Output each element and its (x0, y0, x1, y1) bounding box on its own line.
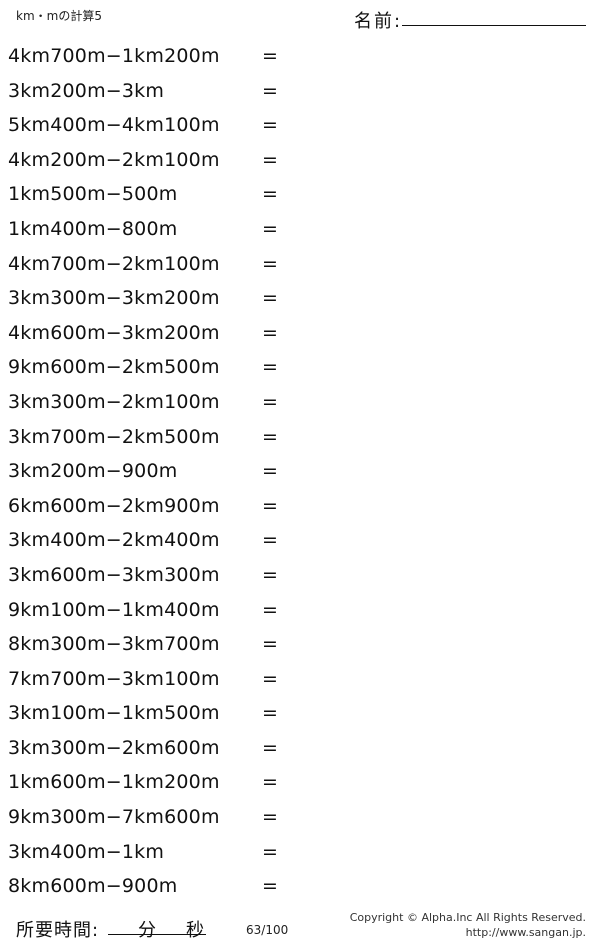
problem-row: 3km200m−900m = (8, 454, 308, 489)
equals-sign: = (262, 529, 278, 552)
problem-row: 3km600m−3km300m = (8, 558, 308, 593)
problem-expression: 4km200m−2km100m (8, 148, 220, 171)
problem-expression: 6km600m−2km900m (8, 494, 220, 517)
equals-sign: = (262, 771, 278, 794)
problem-row: 3km400m−2km400m = (8, 523, 308, 558)
problem-row: 9km300m−7km600m = (8, 800, 308, 835)
problem-row: 4km200m−2km100m = (8, 143, 308, 178)
problem-expression: 4km700m−1km200m (8, 45, 220, 67)
problem-row: 4km700m−2km100m = (8, 247, 308, 282)
equals-sign: = (262, 183, 278, 206)
equals-sign: = (262, 840, 278, 863)
problem-expression: 3km200m−3km (8, 79, 165, 102)
site-url: http://www.sangan.jp. (465, 926, 586, 939)
name-label: 名前: (354, 11, 403, 32)
seconds-label: 秒 (186, 920, 204, 941)
equals-sign: = (262, 460, 278, 483)
equals-sign: = (262, 806, 278, 829)
problem-expression: 4km600m−3km200m (8, 321, 220, 344)
equals-sign: = (262, 425, 278, 448)
problem-row: 3km700m−2km500m = (8, 420, 308, 455)
problem-row: 8km600m−900m = (8, 869, 308, 904)
problem-row: 3km100m−1km500m = (8, 696, 308, 731)
equals-sign: = (262, 633, 278, 656)
problem-row: 6km600m−2km900m = (8, 489, 308, 524)
equals-sign: = (262, 148, 278, 171)
equals-sign: = (262, 390, 278, 413)
problem-expression: 3km300m−3km200m (8, 287, 220, 310)
problem-row: 4km600m−3km200m = (8, 316, 308, 351)
problem-expression: 3km100m−1km500m (8, 702, 220, 725)
equals-sign: = (262, 217, 278, 240)
problem-row: 1km500m−500m = (8, 177, 308, 212)
problem-expression: 3km400m−2km400m (8, 529, 220, 552)
minutes-label: 分 (138, 920, 156, 941)
worksheet-title: km・mの計算5 (16, 9, 102, 23)
time-required-label: 所要時間: (16, 920, 100, 941)
problem-expression: 1km400m−800m (8, 217, 178, 240)
equals-sign: = (262, 287, 278, 310)
equals-sign: = (262, 702, 278, 725)
problem-row: 7km700m−3km100m = (8, 662, 308, 697)
copyright-block: Copyright © Alpha.Inc All Rights Reserve… (350, 910, 586, 940)
problem-expression: 9km300m−7km600m (8, 806, 220, 829)
problem-row: 1km400m−800m = (8, 212, 308, 247)
equals-sign: = (262, 321, 278, 344)
copyright-text: Copyright © Alpha.Inc All Rights Reserve… (349, 911, 586, 924)
problem-row: 5km400m−4km100m = (8, 108, 308, 143)
problem-row: 3km400m−1km = (8, 835, 308, 870)
problem-row: 1km600m−1km200m = (8, 765, 308, 800)
equals-sign: = (262, 875, 278, 898)
equals-sign: = (262, 252, 278, 275)
problem-row: 3km300m−2km100m = (8, 385, 308, 420)
problem-expression: 4km700m−2km100m (8, 252, 220, 275)
equals-sign: = (262, 736, 278, 759)
problem-expression: 3km600m−3km300m (8, 563, 220, 586)
equals-sign: = (262, 563, 278, 586)
problem-expression: 8km600m−900m (8, 875, 178, 898)
problem-expression: 1km600m−1km200m (8, 771, 220, 794)
problem-row: 4km700m−1km200m = (8, 39, 308, 74)
page-number: 63/100 (246, 923, 289, 937)
equals-sign: = (262, 494, 278, 517)
problem-row: 3km200m−3km = (8, 74, 308, 109)
equals-sign: = (262, 667, 278, 690)
problem-row: 3km300m−2km600m = (8, 731, 308, 766)
problem-row: 9km600m−2km500m = (8, 350, 308, 385)
problem-expression: 5km400m−4km100m (8, 114, 220, 137)
problem-list: 4km700m−1km200m = 3km200m−3km = 5km400m−4km1… (8, 39, 308, 904)
problem-expression: 9km600m−2km500m (8, 356, 220, 379)
problem-row: 9km100m−1km400m = (8, 593, 308, 628)
equals-sign: = (262, 45, 278, 67)
equals-sign: = (262, 79, 278, 102)
problem-expression: 3km200m−900m (8, 460, 178, 483)
equals-sign: = (262, 598, 278, 621)
problem-expression: 3km300m−2km100m (8, 390, 220, 413)
time-write-line (108, 934, 206, 935)
problem-expression: 7km700m−3km100m (8, 667, 220, 690)
problem-expression: 3km700m−2km500m (8, 425, 220, 448)
problem-expression: 3km300m−2km600m (8, 736, 220, 759)
problem-row: 8km300m−3km700m = (8, 627, 308, 662)
problem-expression: 9km100m−1km400m (8, 598, 220, 621)
problem-row: 3km300m−3km200m = (8, 281, 308, 316)
equals-sign: = (262, 356, 278, 379)
equals-sign: = (262, 114, 278, 137)
name-write-line (402, 25, 586, 26)
problem-expression: 3km400m−1km (8, 840, 165, 863)
problem-expression: 8km300m−3km700m (8, 633, 220, 656)
problem-expression: 1km500m−500m (8, 183, 178, 206)
